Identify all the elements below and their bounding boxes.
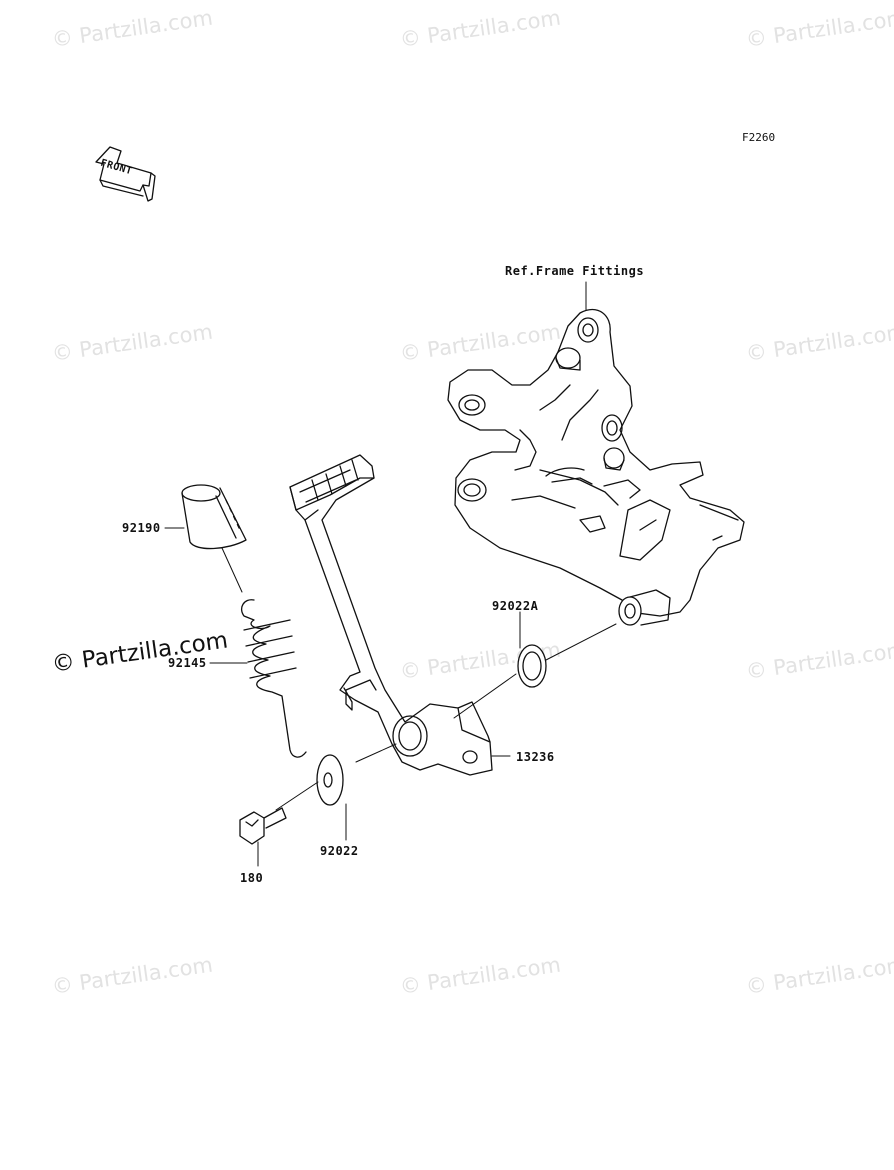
washer-92022a-drawing [517,644,547,688]
part-92145-label[interactable]: 92145 [168,656,207,670]
brake-pedal-drawing [289,454,493,776]
footpeg-rubber-drawing [181,484,247,550]
bolt-180-drawing [239,807,287,845]
part-92190-label[interactable]: 92190 [122,521,161,535]
part-180-label[interactable]: 180 [240,871,264,885]
frame-bracket-drawing [447,308,745,626]
part-92022a-label[interactable]: 92022A [492,599,539,613]
washer-92022-drawing [316,754,344,806]
part-13236-label[interactable]: 13236 [516,750,555,764]
return-spring-drawing [240,599,307,758]
part-92022-label[interactable]: 92022 [320,844,359,858]
assembly-lines [164,527,617,867]
ref-frame-fittings-label: Ref.Frame Fittings [505,264,645,278]
diagram-code: F2260 [742,131,776,144]
front-arrow-icon [95,146,156,202]
